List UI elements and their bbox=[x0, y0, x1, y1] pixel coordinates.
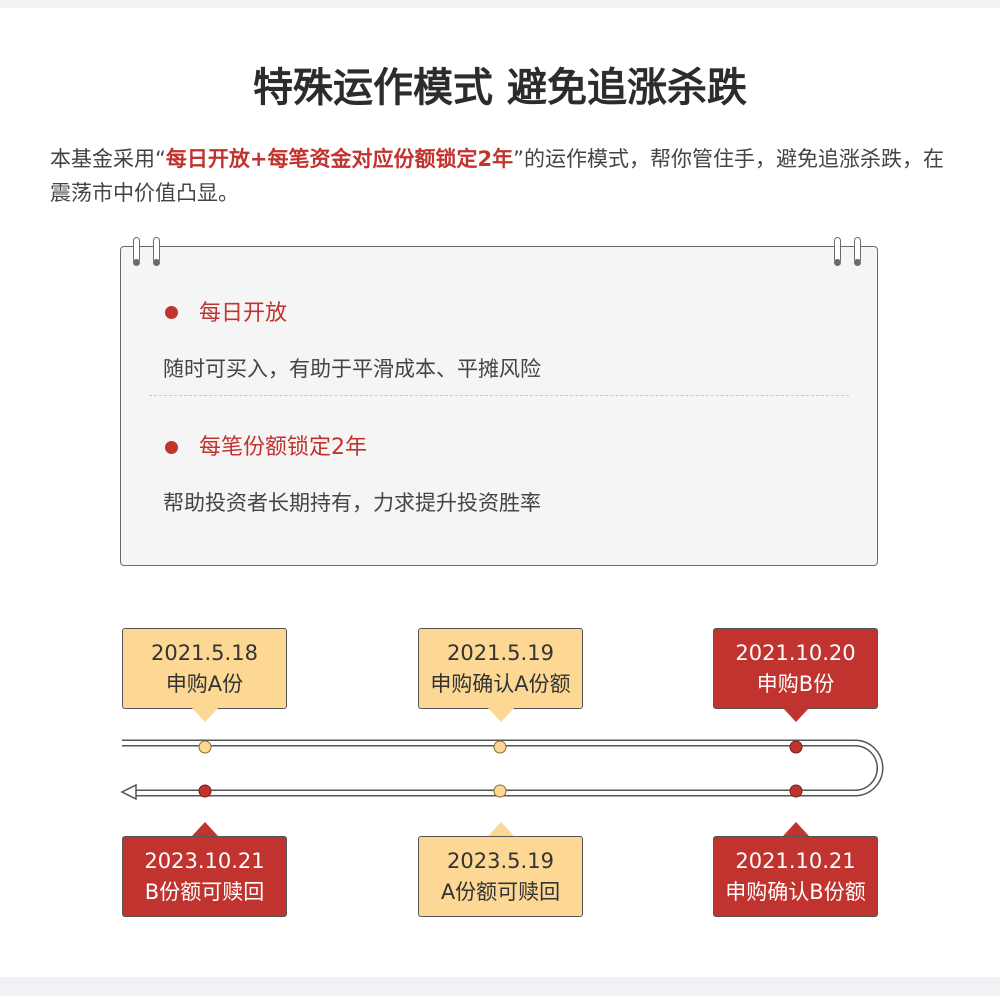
bullet-dot-icon bbox=[165, 306, 178, 319]
feature-card: 每日开放 随时可买入，有助于平滑成本、平摊风险 每笔份额锁定2年 帮助投资者长期… bbox=[120, 237, 878, 566]
timeline-date: 2023.10.21 bbox=[144, 848, 265, 873]
timeline-date: 2023.5.19 bbox=[447, 848, 554, 873]
timeline-label: 申购确认A份额 bbox=[430, 671, 571, 696]
timeline-label: A份额可赎回 bbox=[440, 879, 561, 904]
card-divider bbox=[149, 395, 849, 396]
timeline-date: 2021.10.20 bbox=[735, 640, 856, 665]
timeline-box-top-3: 2021.10.20 申购B份 bbox=[713, 628, 878, 709]
timeline-arrowhead-icon bbox=[120, 783, 137, 801]
feature-title-lock: 每笔份额锁定2年 bbox=[199, 435, 367, 460]
box-pointer-icon bbox=[488, 708, 514, 722]
binder-ring-icon bbox=[133, 237, 140, 266]
timeline-label: 申购确认B份额 bbox=[725, 879, 866, 904]
timeline-box-bottom-3: 2021.10.21 申购确认B份额 bbox=[713, 836, 878, 917]
box-pointer-icon bbox=[192, 822, 218, 836]
timeline-date: 2021.10.21 bbox=[735, 848, 856, 873]
timeline-track bbox=[120, 739, 884, 801]
timeline-box-top-1: 2021.5.18 申购A份 bbox=[122, 628, 287, 709]
binder-ring-icon bbox=[153, 237, 160, 266]
timeline-label: 申购A份 bbox=[165, 671, 244, 696]
timeline-dot bbox=[493, 784, 507, 798]
timeline-dot bbox=[198, 740, 212, 754]
bottom-band bbox=[0, 977, 1000, 996]
timeline-box-bottom-2: 2023.5.19 A份额可赎回 bbox=[418, 836, 583, 917]
timeline-dot bbox=[789, 740, 803, 754]
box-pointer-icon bbox=[192, 708, 218, 722]
box-pointer-icon bbox=[783, 822, 809, 836]
intro-highlight: 每日开放+每笔资金对应份额锁定2年 bbox=[165, 147, 514, 171]
binder-ring-icon bbox=[834, 237, 841, 266]
timeline-label: 申购B份 bbox=[756, 671, 835, 696]
timeline-date: 2021.5.18 bbox=[151, 640, 258, 665]
timeline-date: 2021.5.19 bbox=[447, 640, 554, 665]
page-title: 特殊运作模式 避免追涨杀跌 bbox=[253, 65, 747, 111]
intro-prefix: 本基金采用“ bbox=[50, 147, 166, 171]
timeline-dot bbox=[789, 784, 803, 798]
intro-suffix: ”的运作模式，帮你管住手，避免追涨杀跌，在震荡市中价值凸显。 bbox=[50, 147, 944, 205]
timeline-dot bbox=[493, 740, 507, 754]
bullet-dot-icon bbox=[165, 441, 178, 454]
feature-desc-daily-open: 随时可买入，有助于平滑成本、平摊风险 bbox=[163, 357, 541, 381]
feature-desc-lock: 帮助投资者长期持有，力求提升投资胜率 bbox=[163, 491, 541, 515]
intro-paragraph: 本基金采用“每日开放+每笔资金对应份额锁定2年”的运作模式，帮你管住手，避免追涨… bbox=[50, 142, 955, 210]
timeline-dot bbox=[198, 784, 212, 798]
top-band bbox=[0, 0, 1000, 8]
timeline-box-top-2: 2021.5.19 申购确认A份额 bbox=[418, 628, 583, 709]
binder-ring-icon bbox=[854, 237, 861, 266]
box-pointer-icon bbox=[783, 708, 809, 722]
feature-title-daily-open: 每日开放 bbox=[199, 301, 288, 326]
timeline-label: B份额可赎回 bbox=[144, 879, 265, 904]
box-pointer-icon bbox=[488, 822, 514, 836]
timeline-box-bottom-1: 2023.10.21 B份额可赎回 bbox=[122, 836, 287, 917]
